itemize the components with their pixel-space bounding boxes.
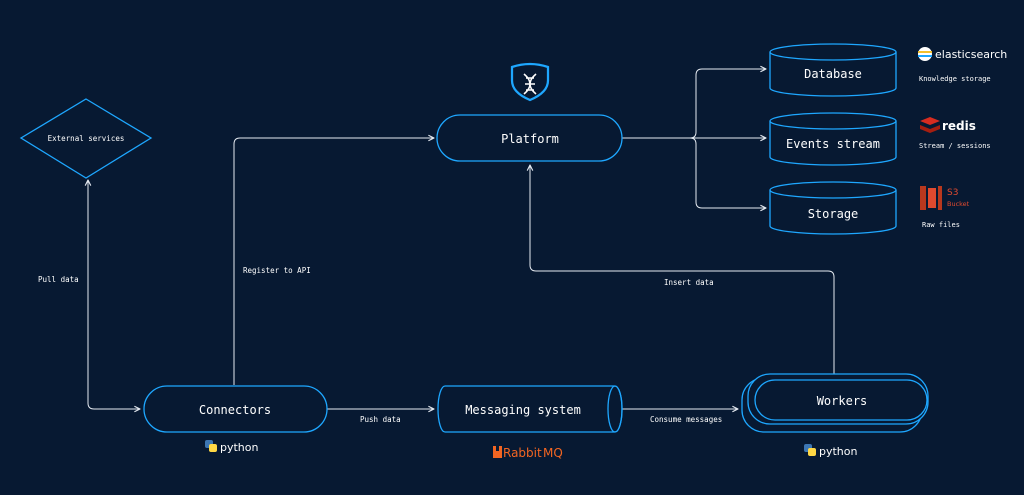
database-label: Database [804,67,862,81]
filigran-shield-icon [510,62,550,102]
rabbitmq-prefix: Rabbit [503,446,542,460]
elasticsearch-icon [918,47,932,61]
node-events-stream[interactable]: Events stream [769,112,897,166]
rabbitmq-icon [493,446,502,458]
rabbitmq-suffix: MQ [543,446,563,460]
redis-logo: redis Stream / sessions [919,117,991,150]
edge-register-to-api [233,138,434,385]
node-connectors[interactable]: Connectors [143,385,328,433]
label-register-to-api: Register to API [243,266,311,275]
s3-bucket-icon [920,186,942,210]
label-push-data: Push data [360,415,401,424]
s3-logo: S3 Bucket Raw files [920,186,970,229]
node-database[interactable]: Database [769,43,897,97]
python-label-workers: python [819,445,858,458]
s3-sub: Bucket [947,200,970,208]
redis-icon [920,117,940,133]
s3-caption: Raw files [922,221,960,229]
redis-caption: Stream / sessions [919,142,991,150]
label-consume-messages: Consume messages [650,415,722,424]
python-icon [804,444,816,456]
python-logo-connectors: python [205,440,259,454]
elasticsearch-caption: Knowledge storage [919,75,991,83]
s3-name: S3 [947,188,958,198]
edge-insert-data [530,165,835,375]
python-icon [205,440,217,452]
edge-platform-storage [689,137,766,208]
messaging-system-label: Messaging system [465,403,581,417]
edge-platform-database [622,69,766,139]
node-platform[interactable]: Platform [436,114,623,162]
events-stream-label: Events stream [786,137,880,151]
platform-label: Platform [501,132,559,146]
workers-label: Workers [817,394,868,408]
python-logo-workers: python [804,444,858,458]
connectors-label: Connectors [199,403,271,417]
elasticsearch-logo: elasticsearch Knowledge storage [918,47,1007,83]
label-pull-data: Pull data [38,275,79,284]
redis-name: redis [942,119,976,133]
node-workers[interactable]: Workers [741,373,929,433]
label-insert-data: Insert data [664,278,714,287]
elasticsearch-name: elasticsearch [935,48,1007,61]
storage-label: Storage [808,207,859,221]
node-storage[interactable]: Storage [769,181,897,235]
node-messaging-system[interactable]: Messaging system [437,385,623,433]
edge-pull-data [88,180,140,409]
node-external-services[interactable]: External services [19,98,153,179]
python-label-connectors: python [220,441,259,454]
rabbitmq-logo: Rabbit MQ [493,446,563,460]
external-services-label: External services [48,134,125,143]
